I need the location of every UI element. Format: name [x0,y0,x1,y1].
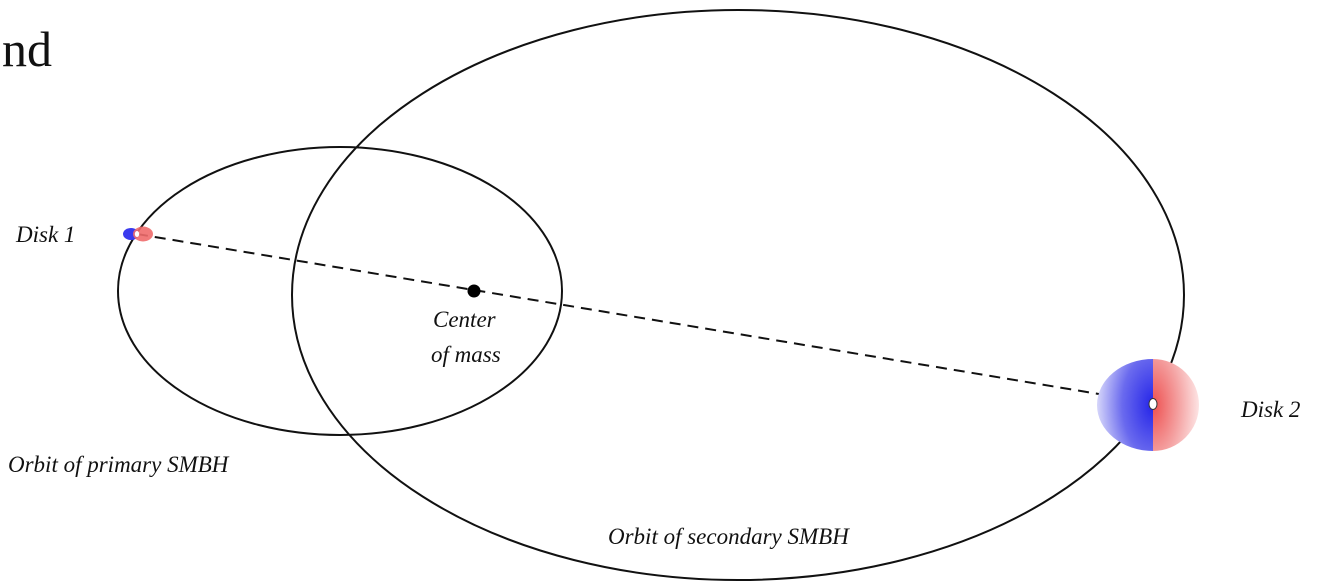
center-of-mass-dot [467,284,481,298]
center-of-mass-label-line2: of mass [431,342,501,367]
primary-orbit-ellipse [117,146,563,436]
disk-2-label: Disk 2 [1240,397,1300,422]
disk-2 [1097,359,1199,451]
disk-1-label: Disk 1 [15,222,75,247]
disk-2-receding-side [1153,359,1199,451]
disk-1 [123,226,153,242]
disk-2-center [1148,398,1158,410]
corner-text-fragment: nd [2,21,52,77]
primary-orbit-label: Orbit of primary SMBH [8,452,230,477]
center-of-mass-label-line1: Center [433,307,497,332]
disk-2-approaching-side [1097,359,1153,451]
separation-dashed-line [136,233,1154,404]
secondary-orbit-ellipse [291,9,1185,581]
secondary-orbit-label: Orbit of secondary SMBH [608,524,850,549]
disk-1-center [134,231,140,237]
disk-1-receding-side [133,226,153,242]
